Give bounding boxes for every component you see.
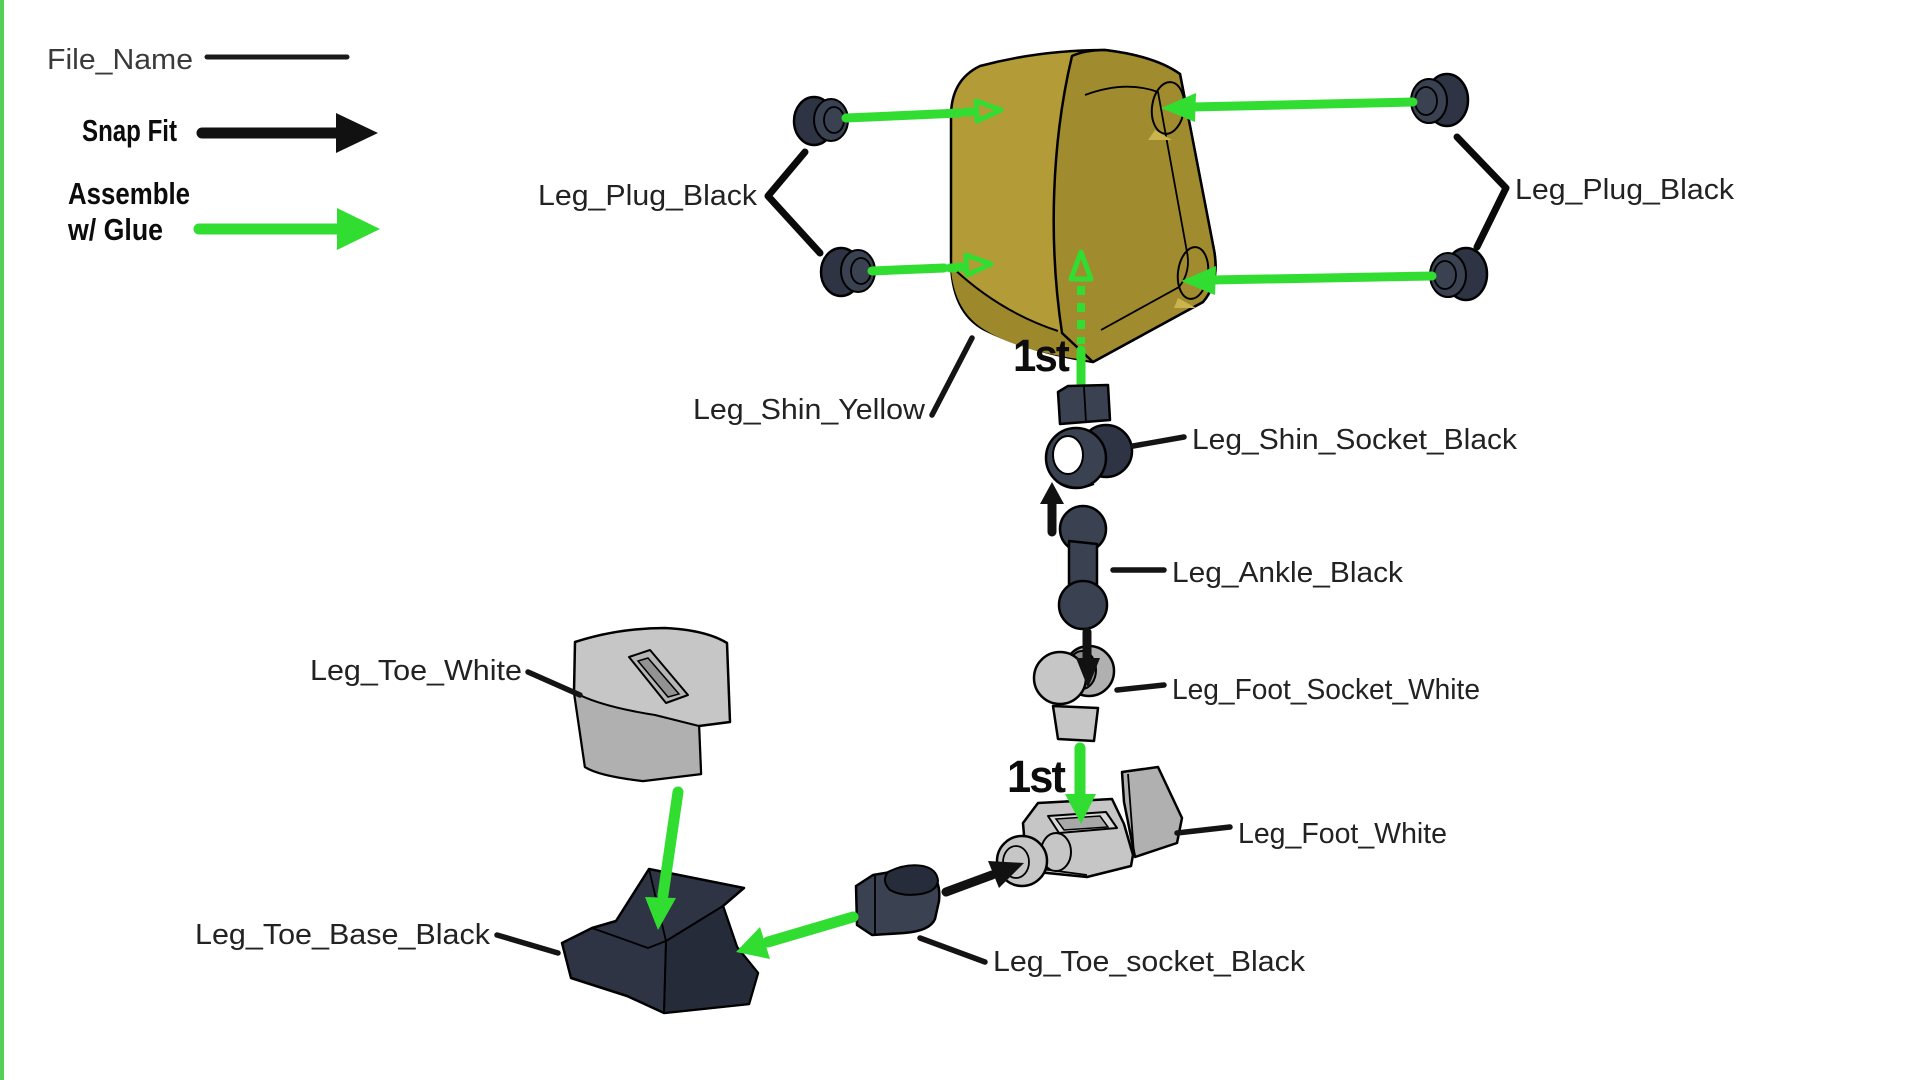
leg-foot-socket-white-part (1032, 644, 1116, 743)
leader-toe (525, 669, 583, 698)
arrow-head (736, 927, 770, 959)
label-leg-toe-base-black: Leg_Toe_Base_Black (195, 919, 491, 951)
shin-bottom-bevel (951, 268, 1093, 361)
leg-shin-yellow-part (949, 48, 1217, 364)
label-leg-toe-socket-black: Leg_Toe_socket_Black (993, 946, 1306, 978)
glue-arrow-socket-to-foot (1065, 742, 1096, 824)
shin-side-panel-line (1084, 85, 1189, 331)
leg-plug-bottom-left-part (819, 246, 876, 298)
snap-fit-arrow-icon (196, 113, 378, 153)
arrow-head (988, 861, 1024, 888)
label-leg-foot-white: Leg_Foot_White (1238, 818, 1447, 850)
arrow-head (1065, 794, 1096, 824)
glue-arrow-socket-to-base (736, 911, 859, 959)
bracket-plug-right (1453, 133, 1510, 251)
socket-hole (1052, 435, 1084, 475)
arrow-shaft (657, 786, 684, 901)
leader-shin (929, 335, 975, 418)
arrow-head (1161, 93, 1196, 122)
glue-arrow-plug-top-right (1161, 93, 1418, 122)
label-leg-plug-black-right: Leg_Plug_Black (1515, 174, 1735, 206)
toe-front-face (573, 691, 702, 782)
glue-arrow-shin-socket (1068, 249, 1094, 389)
arrow-shaft (762, 911, 859, 948)
file-name-label: File_Name (47, 44, 193, 76)
socket-cube (1056, 383, 1112, 426)
arrow-shaft (1187, 97, 1418, 112)
left-border-line (0, 0, 4, 1080)
label-leg-shin-socket-black: Leg_Shin_Socket_Black (1192, 424, 1518, 456)
arrow-head (1181, 266, 1216, 295)
leader-foot-socket (1114, 682, 1167, 693)
snap-arrow-ankle-to-foot-socket (1076, 627, 1100, 688)
arrow-shaft (1207, 271, 1437, 285)
leg-shin-socket-black-part (1044, 383, 1134, 490)
snap-arrow-ankle-to-socket (1040, 482, 1064, 537)
leader-foot (1174, 824, 1233, 836)
label-leg-foot-socket-white: Leg_Foot_Socket_White (1172, 674, 1480, 706)
leader-toe-base (494, 932, 561, 956)
ankle-bottom-ball (1057, 579, 1109, 631)
snap-fit-arrow-head (336, 113, 378, 153)
label-leg-ankle-black: Leg_Ankle_Black (1172, 557, 1404, 589)
shin-hole-top-glint (1148, 130, 1172, 140)
leg-ankle-black-part (1057, 504, 1109, 631)
toe-base-flange-line (591, 927, 667, 949)
glue-arrow-plug-bottom-left (867, 252, 994, 278)
shin-side-face (1052, 48, 1217, 364)
toe-socket-clip-cut (884, 864, 939, 896)
leg-plug-top-left-part (792, 95, 849, 147)
socket-cube-edge (1083, 386, 1087, 423)
toe-slot-floor (636, 657, 681, 698)
label-leg-plug-black-left: Leg_Plug_Black (538, 180, 758, 212)
leader-shin-socket (1130, 434, 1187, 449)
leader-toe-socket (917, 935, 988, 965)
arrow-shaft (941, 870, 997, 897)
glue-label-line2: w/ Glue (67, 212, 163, 247)
glue-arrow-icon (193, 208, 380, 250)
leg-plug-bottom-right-part (1429, 246, 1489, 302)
glue-label-line1: Assemble (68, 176, 190, 211)
leg-toe-white-part (572, 626, 732, 783)
first-annotation-shin: 1st (1013, 330, 1070, 381)
arrow-shaft (867, 263, 949, 276)
glue-arrow-head (337, 208, 380, 250)
first-annotation-foot: 1st (1007, 751, 1066, 802)
shin-hole-bottom-glint (1174, 298, 1196, 308)
foot-recess-floor (1054, 815, 1110, 831)
glue-arrow-plug-bottom-right (1181, 266, 1437, 295)
label-leg-toe-white: Leg_Toe_White (310, 655, 522, 687)
leg-foot-white-part (995, 765, 1184, 888)
arrow-head (645, 897, 676, 930)
leg-toe-socket-black-part (854, 864, 941, 937)
arrow-head-outline (973, 98, 1004, 124)
arrow-head (1076, 658, 1100, 688)
snap-arrow-socket-to-foot-ball (941, 861, 1024, 897)
snap-fit-label: Snap Fit (82, 113, 177, 148)
arrow-head-outline (963, 252, 994, 278)
foot-wall-edge (1127, 773, 1135, 855)
arrow-head-outline (1068, 249, 1094, 282)
glue-arrow-toe-to-base (645, 786, 684, 930)
socket-stem (1051, 704, 1100, 743)
foot-back-wall (1120, 765, 1184, 859)
arrow-head (1040, 482, 1064, 504)
bracket-plug-left (764, 148, 824, 257)
label-leg-shin-yellow: Leg_Shin_Yellow (693, 394, 926, 426)
arrow-shaft (841, 108, 965, 123)
socket-bottom-line (1057, 481, 1095, 489)
glue-arrow-plug-top-left (841, 98, 1004, 124)
legend: File_Name Snap Fit Assemble w/ Glue (47, 44, 380, 250)
shin-bevel-line (952, 267, 1059, 332)
leg-toe-base-black-part (560, 867, 760, 1015)
leg-plug-top-right-part (1410, 72, 1470, 128)
